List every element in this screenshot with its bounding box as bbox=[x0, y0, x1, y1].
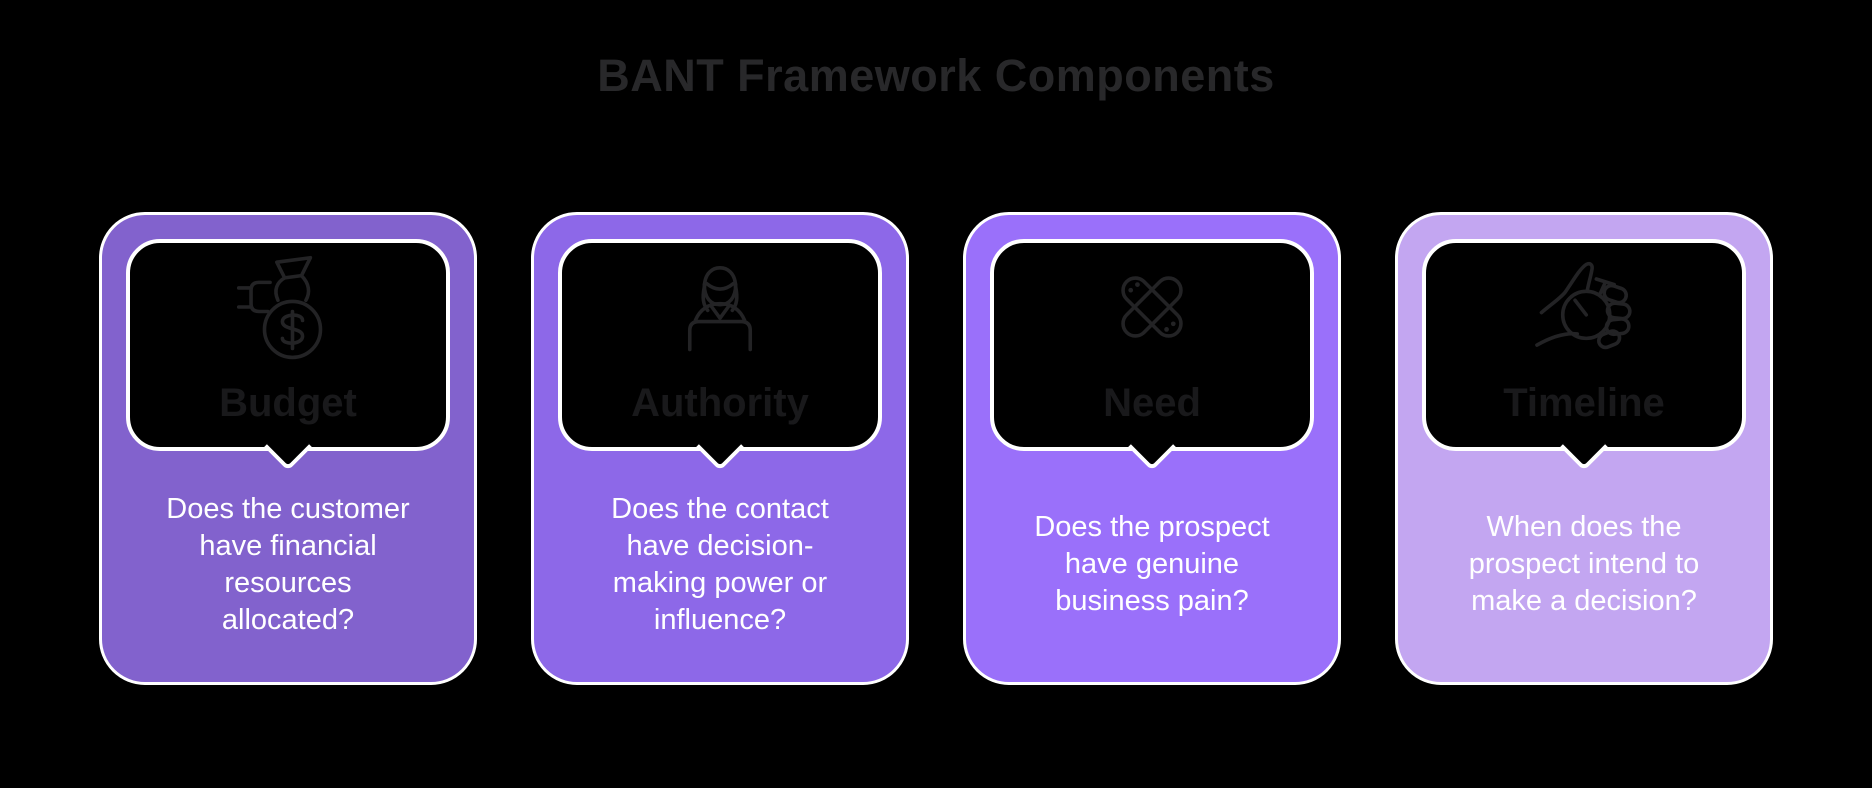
money-bag-icon bbox=[232, 251, 344, 363]
page-title: BANT Framework Components bbox=[597, 50, 1275, 101]
card-bubble: Timeline bbox=[1422, 239, 1746, 472]
cards-row: Budget Does the customer have financial … bbox=[99, 212, 1773, 685]
card-timeline: Timeline When does the prospect intend t… bbox=[1395, 212, 1773, 685]
card-need: Need Does the prospect have genuine busi… bbox=[963, 212, 1341, 685]
crossed-bandages-icon bbox=[1096, 251, 1208, 363]
card-description: Does the contact have decision- making p… bbox=[611, 492, 829, 636]
card-description: Does the prospect have genuine business … bbox=[1034, 511, 1270, 617]
card-authority: Authority Does the contact have decision… bbox=[531, 212, 909, 685]
card-description: Does the customer have financial resourc… bbox=[166, 492, 410, 636]
card-title: Timeline bbox=[1503, 381, 1665, 425]
hand-stopwatch-icon bbox=[1528, 251, 1640, 363]
card-description: When does the prospect intend to make a … bbox=[1468, 511, 1700, 617]
person-at-desk-icon bbox=[664, 251, 776, 363]
card-title: Authority bbox=[631, 381, 809, 425]
card-title: Budget bbox=[219, 381, 357, 425]
card-title: Need bbox=[1103, 381, 1201, 425]
card-budget: Budget Does the customer have financial … bbox=[99, 212, 477, 685]
card-bubble: Need bbox=[990, 239, 1314, 472]
card-bubble: Budget bbox=[126, 239, 450, 472]
card-bubble: Authority bbox=[558, 239, 882, 472]
